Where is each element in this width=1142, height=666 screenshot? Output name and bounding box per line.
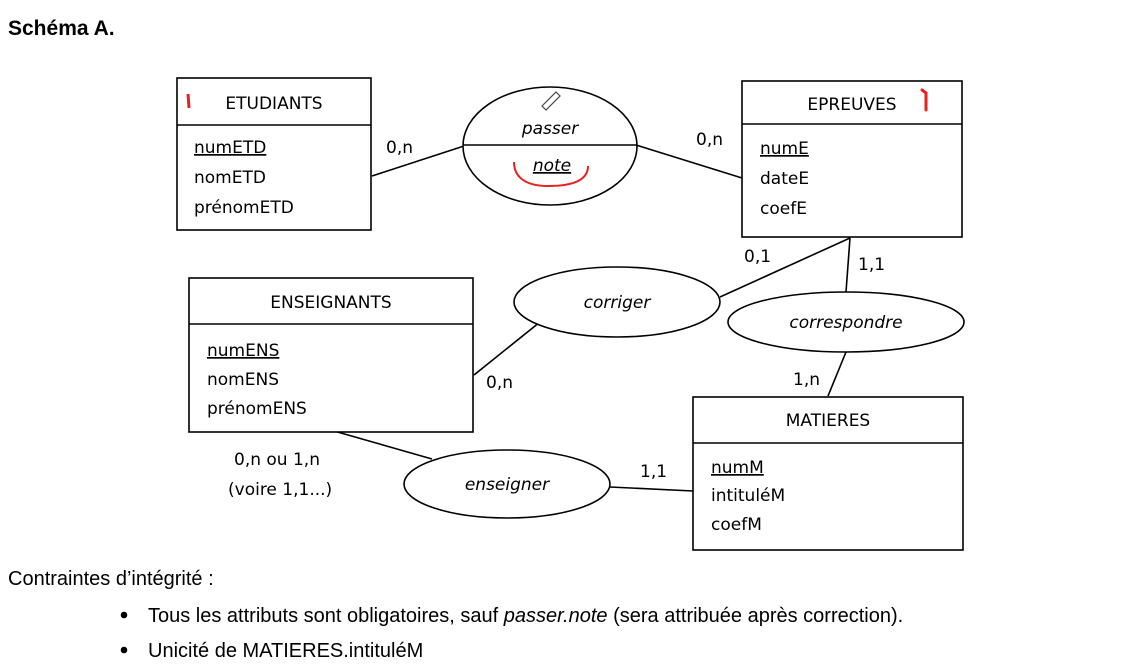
constraint-text: (sera attribuée après correction). [608,605,904,627]
attr: prénomETD [194,198,294,218]
attr-key: numENS [207,341,279,361]
link-passer-epreuves [635,144,743,179]
relation-name: passer [521,119,579,139]
relation-name: corriger [584,293,652,313]
cardinality: 0,n [386,138,413,158]
attr: prénomENS [207,399,307,419]
attr-key: numM [711,458,764,478]
entity-matieres: MATIERES numM intituléM coefM [692,396,964,551]
attr-key: numETD [194,138,266,158]
link-enseignants-enseigner [333,430,433,460]
bullet-icon [120,646,128,654]
bullet-icon [120,611,128,619]
red-mark-icon [920,88,928,112]
cardinality: 0,1 [744,247,771,267]
cardinality: 1,1 [858,255,885,275]
constraint-emphasis: passer.note [503,605,608,627]
relation-name: correspondre [789,313,902,333]
entity-name: MATIERES [786,411,870,431]
constraint-item-2: Unicité de MATIERES.intituléM [148,640,423,662]
attr: dateE [760,169,809,189]
cardinality: 0,n [486,373,513,393]
cardinality: 0,n ou 1,n [234,450,320,470]
constraints-heading: Contraintes d’intégrité : [8,568,214,590]
link-enseigner-matieres [609,486,694,492]
attr: nomENS [207,370,279,390]
red-mark-icon [186,93,191,109]
entity-etudiants: ETUDIANTS numETD nomETD prénomETD [176,77,372,231]
entity-epreuves: EPREUVES numE dateE coefE [741,80,963,238]
pencil-cursor-icon [541,91,561,111]
relation-enseigner: enseigner [403,449,611,519]
cardinality: 1,n [793,370,820,390]
entity-name: ENSEIGNANTS [270,293,391,313]
cardinality: 0,n [696,130,723,150]
link-correspondre-matieres [827,351,847,397]
red-underline-mark-icon [513,161,589,188]
attr-key: numE [760,139,809,159]
entity-name: EPREUVES [807,95,896,115]
link-etudiants-passer [371,145,465,177]
entity-enseignants: ENSEIGNANTS numENS nomENS prénomENS [188,277,474,433]
cardinality-note: (voire 1,1...) [228,480,332,500]
schema-title: Schéma A. [8,17,115,40]
relation-name: enseigner [465,475,550,495]
attr: coefM [711,515,762,535]
relation-attr: note [533,156,571,176]
link-corriger-epreuves [719,237,851,298]
attr: coefE [760,199,807,219]
constraint-text: Tous les attributs sont obligatoires, sa… [148,605,504,627]
link-epreuves-correspondre [845,237,851,293]
entity-name: ETUDIANTS [225,94,322,114]
cardinality: 1,1 [640,462,667,482]
attr: nomETD [194,168,266,188]
relation-corriger: corriger [513,266,721,338]
attr: intituléM [711,486,785,506]
relation-passer: passer note [462,86,638,206]
constraint-item-1: Tous les attributs sont obligatoires, sa… [148,605,903,627]
relation-correspondre: correspondre [727,291,965,353]
link-enseignants-corriger [473,321,541,376]
